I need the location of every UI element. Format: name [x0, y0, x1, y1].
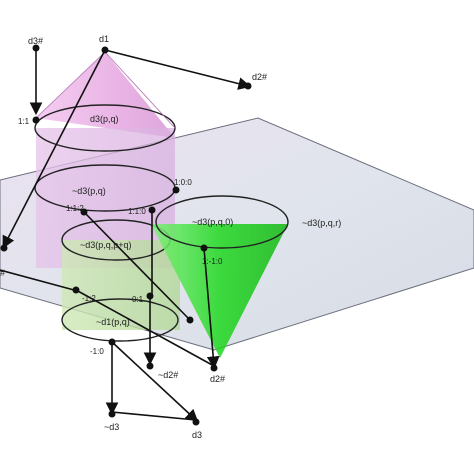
node-d1 — [101, 46, 109, 54]
label-negd2sharp: ~d2# — [158, 370, 178, 380]
node-n12 — [72, 286, 80, 294]
edge-d1-to-d2sharp — [104, 49, 252, 90]
label-d1: d1 — [99, 34, 109, 44]
label-01: 0:1 — [132, 295, 144, 304]
label-negd3pq0: ~d3(p,q,0) — [192, 217, 233, 227]
node-d2sharp-top — [244, 82, 252, 90]
pink-cone — [36, 52, 175, 138]
node-d3 — [192, 418, 200, 426]
edge-d1-to-left — [2, 49, 106, 249]
label-n10: -1:0 — [90, 347, 104, 356]
node-1n10 — [200, 244, 208, 252]
edge-left-to-11 — [0, 269, 75, 291]
node-mid-right — [186, 316, 194, 324]
green-cone — [151, 224, 288, 358]
pink-cone-edge-right — [104, 51, 176, 129]
label-d2sharp-top: d2# — [252, 72, 267, 82]
label-1n10: 1:-1:0 — [202, 257, 223, 266]
node-left-sharp — [0, 244, 8, 252]
label-d3sharp-top: d3# — [28, 36, 43, 46]
node-negd3 — [108, 410, 116, 418]
label-negd3pqr: ~d3(p,q,r) — [302, 218, 341, 228]
label-left-sharp: # — [0, 268, 5, 278]
node-110 — [148, 206, 156, 214]
label-negd1pq: ~d1(p,q) — [96, 317, 130, 327]
node-01 — [146, 292, 154, 300]
node-11 — [32, 116, 40, 124]
label-100: 1:0:0 — [174, 178, 192, 187]
label-n12: -1:2 — [82, 294, 96, 303]
lower-cylinder-bottom-ring — [61, 298, 179, 342]
label-d3pq: d3(p,q) — [90, 114, 119, 124]
node-100 — [172, 186, 180, 194]
label-d2sharp-bottom: d2# — [210, 374, 225, 384]
edge-1n10-down — [203, 247, 220, 370]
node-n10 — [108, 338, 116, 346]
node-negd2sharp — [146, 362, 154, 370]
label-negd3: ~d3 — [104, 422, 119, 432]
node-d2sharp-bottom — [210, 364, 218, 372]
label-112: 1:1:2 — [66, 204, 84, 213]
label-negd3pq: ~d3(p,q) — [72, 186, 106, 196]
pink-cone-edge-left — [35, 51, 106, 119]
label-11: 1:1 — [18, 117, 30, 126]
edge-012-to-d2 — [75, 289, 215, 367]
edge-112-to-d2 — [83, 211, 191, 321]
label-110: 1:1:0 — [128, 207, 146, 216]
edge-10-to-d3 — [111, 341, 199, 423]
label-d3: d3 — [192, 430, 202, 440]
node-d3sharp-top — [32, 44, 40, 52]
label-negd3pqpq: ~d3(p,q,p+q) — [80, 240, 132, 250]
edge-negd3-to-d3 — [111, 411, 197, 421]
green-cone-top-ring — [155, 195, 289, 249]
node-112 — [80, 208, 88, 216]
